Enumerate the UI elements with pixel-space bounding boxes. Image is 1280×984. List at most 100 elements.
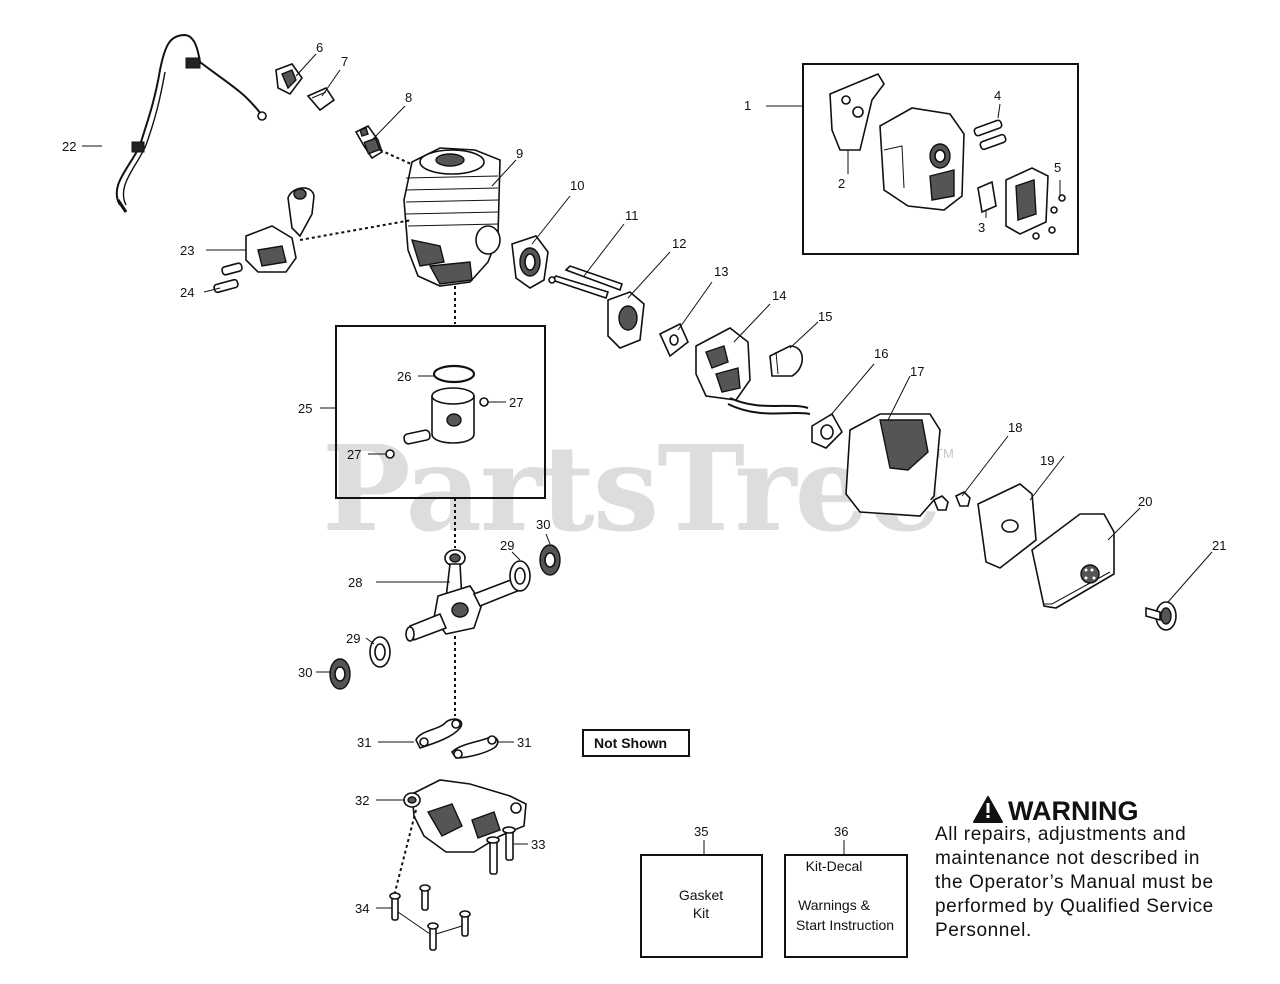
part-23-ignition-coil [245, 187, 315, 273]
leader-4 [997, 103, 1001, 119]
part-22-wiring [115, 33, 267, 213]
warning-line-5: Personnel. [935, 920, 1032, 941]
callout-20: 20 [1138, 494, 1152, 509]
leader-14 [733, 303, 771, 343]
muffler-group-box [802, 63, 1079, 255]
decal-kit-title: Kit-Decal [806, 858, 863, 874]
part-3-gasket [977, 180, 997, 214]
callout-29-top: 29 [500, 538, 514, 553]
leader-30a [545, 533, 551, 545]
callout-5: 5 [1054, 160, 1061, 175]
callout-28: 28 [348, 575, 362, 590]
leader-7 [321, 69, 341, 97]
leader-20 [1107, 507, 1141, 541]
part-4-bolts [973, 119, 1007, 151]
part-5-plate [1005, 167, 1066, 240]
callout-19: 19 [1040, 453, 1054, 468]
watermark: PartsTree [322, 419, 941, 558]
callout-18: 18 [1008, 420, 1022, 435]
gasket-kit-line2: Kit [693, 905, 709, 921]
part-32-crankcase [403, 779, 527, 853]
leader-9 [491, 159, 517, 187]
part-19-filter [977, 483, 1037, 569]
part-15-primer [769, 345, 804, 377]
part-18-nuts [932, 491, 971, 511]
gasket-kit-line1: Gasket [679, 887, 723, 903]
callout-23: 23 [180, 243, 194, 258]
part-piston [403, 387, 475, 445]
callout-26: 26 [397, 369, 411, 384]
callout-35: 35 [694, 824, 708, 839]
callout-30-top: 30 [536, 517, 550, 532]
part-30-seal-bottom [329, 658, 351, 690]
part-16-gasket [811, 412, 843, 449]
callout-21: 21 [1212, 538, 1226, 553]
callout-27-bottom: 27 [347, 447, 361, 462]
decal-kit-box [784, 854, 908, 958]
watermark-trademark: TM [935, 446, 954, 461]
callout-13: 13 [714, 264, 728, 279]
callout-7: 7 [341, 54, 348, 69]
leader-16 [829, 363, 875, 417]
callout-29-bottom: 29 [346, 631, 360, 646]
callout-4: 4 [994, 88, 1001, 103]
piston-group-box [335, 325, 546, 499]
leader-19 [1029, 455, 1065, 501]
part-8-spark-plug [354, 124, 383, 160]
callout-15: 15 [818, 309, 832, 324]
callout-14: 14 [772, 288, 786, 303]
leader-6 [295, 53, 317, 77]
part-21-knob [1145, 601, 1177, 631]
callout-33: 33 [531, 837, 545, 852]
callout-12: 12 [672, 236, 686, 251]
part-11-screws [548, 265, 624, 300]
part-12-spacer [607, 291, 645, 349]
part-27-clip-bottom [385, 449, 395, 459]
part-13-gasket [658, 322, 689, 358]
callout-3: 3 [978, 220, 985, 235]
part-17-filter-base [845, 413, 941, 517]
part-33-bolts [486, 826, 516, 875]
leader-29a [511, 551, 521, 561]
leader-13 [677, 281, 713, 331]
decal-kit-line1: Warnings & [798, 897, 871, 913]
part-6-clip [275, 63, 303, 96]
callout-6: 6 [316, 40, 323, 55]
leader-10 [531, 195, 571, 245]
callout-30-bottom: 30 [298, 665, 312, 680]
warning-title: WARNING [1008, 796, 1139, 826]
warning-line-1: All repairs, adjustments and [935, 824, 1186, 845]
callout-17: 17 [910, 364, 924, 379]
callout-34: 34 [355, 901, 369, 916]
callout-32: 32 [355, 793, 369, 808]
part-28-crankshaft [405, 549, 521, 642]
callout-16: 16 [874, 346, 888, 361]
not-shown-box [582, 729, 690, 757]
part-30-seal-top [539, 544, 561, 576]
part-27-clip-top [479, 397, 489, 407]
leader-29b [365, 637, 375, 645]
callout-31-right: 31 [517, 735, 531, 750]
warning-line-2: maintenance not described in [935, 848, 1200, 869]
callout-2: 2 [838, 176, 845, 191]
leader-15 [789, 321, 819, 349]
callout-24: 24 [180, 285, 194, 300]
callout-1: 1 [744, 98, 751, 113]
leader-12 [627, 251, 671, 299]
not-shown-label: Not Shown [594, 735, 667, 751]
warning-line-4: performed by Qualified Service [935, 896, 1214, 917]
callout-25: 25 [298, 401, 312, 416]
leader-18 [961, 435, 1009, 497]
callout-36: 36 [834, 824, 848, 839]
part-29-bearing-top [509, 560, 531, 592]
leader-17 [887, 375, 911, 421]
callout-22: 22 [62, 139, 76, 154]
callout-10: 10 [570, 178, 584, 193]
part-9-cylinder [403, 147, 501, 287]
leader-21 [1167, 551, 1213, 603]
callout-31-left: 31 [357, 735, 371, 750]
callout-8: 8 [405, 90, 412, 105]
callout-27-top: 27 [509, 395, 523, 410]
part-29-bearing-bottom [369, 636, 391, 668]
part-20-filter-cover [1031, 513, 1115, 609]
